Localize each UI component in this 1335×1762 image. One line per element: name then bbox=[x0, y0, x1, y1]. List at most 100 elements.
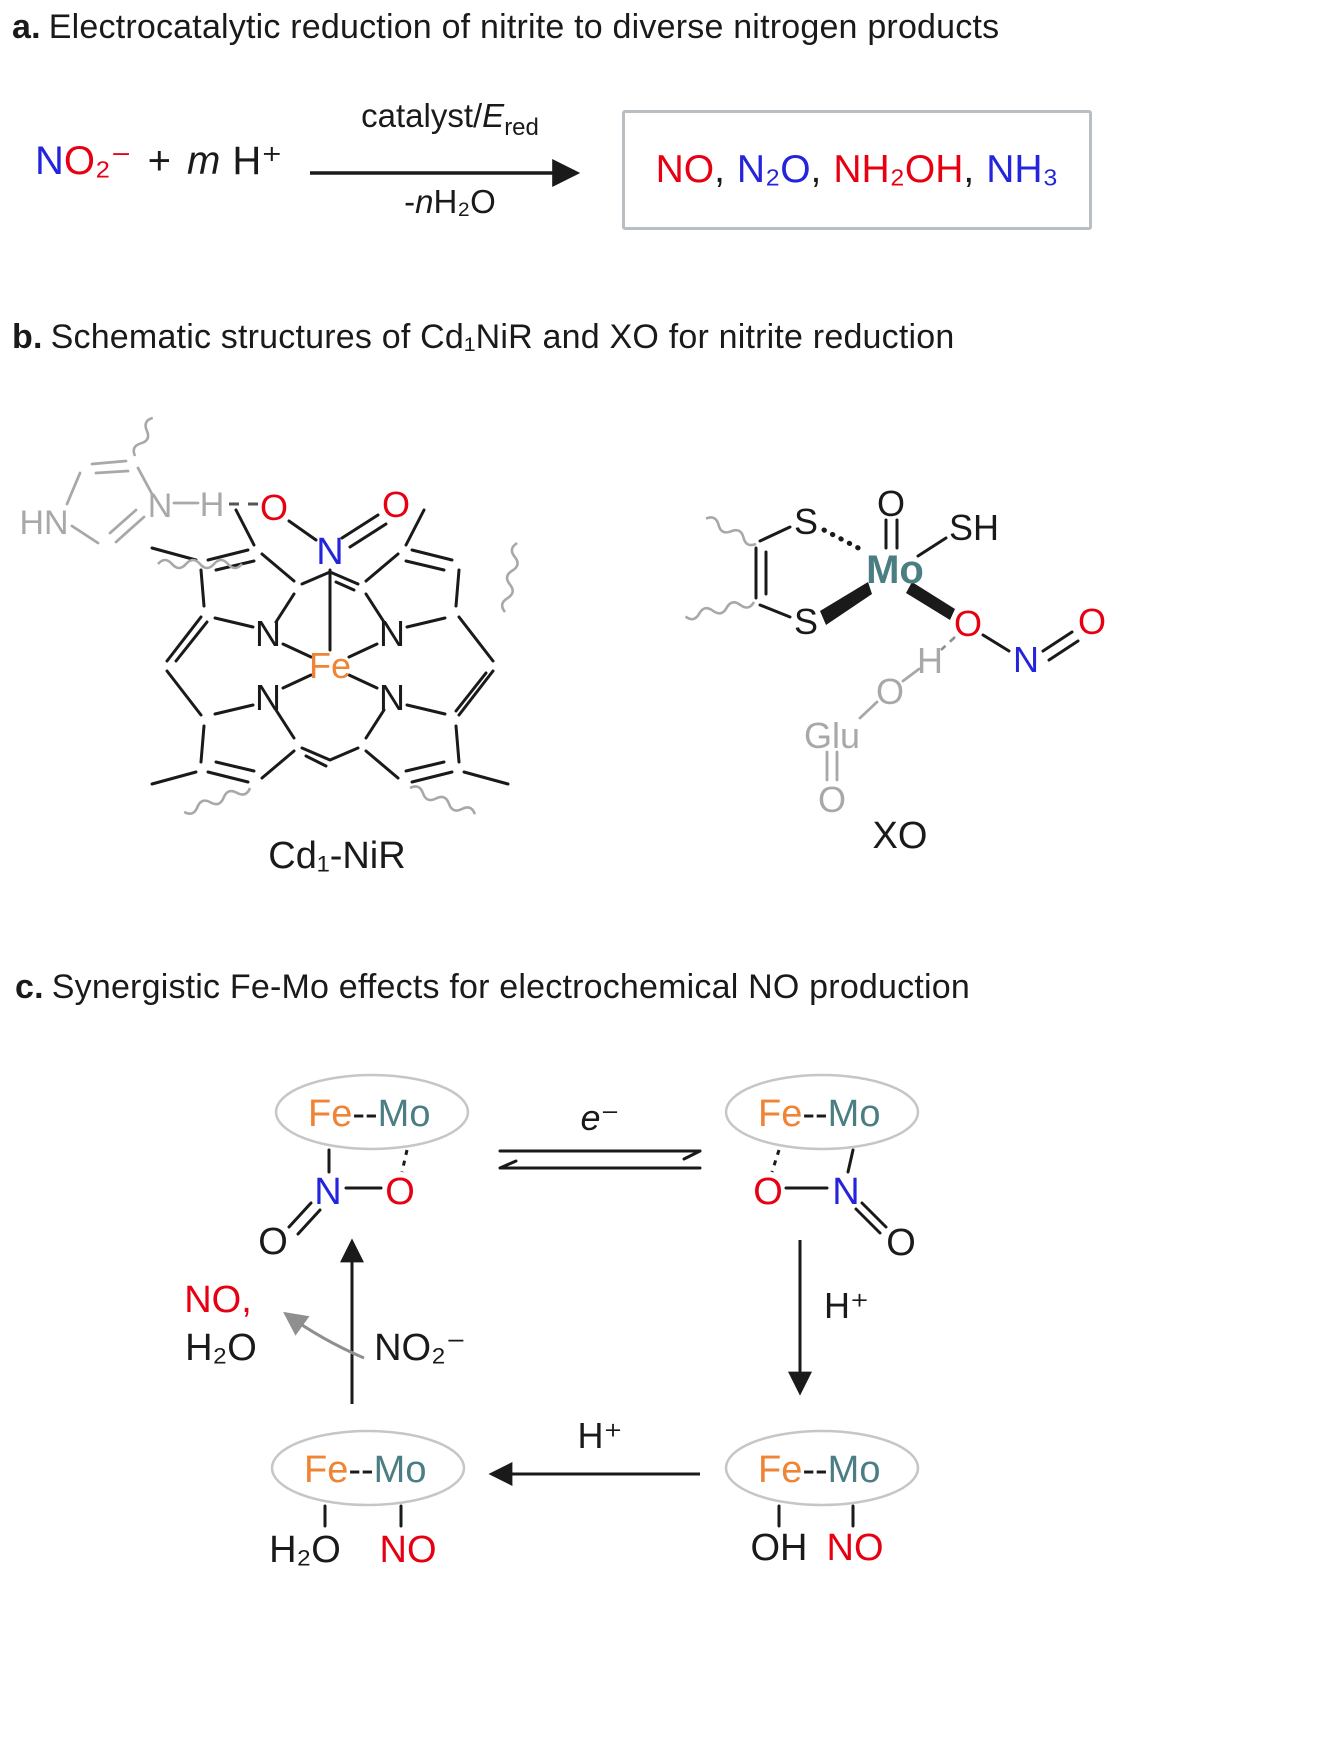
nitrite-n-label: N bbox=[316, 531, 343, 573]
oh-label: OH bbox=[751, 1527, 808, 1569]
nitrite-n-text: N bbox=[35, 139, 64, 183]
mo-center-label: Mo bbox=[866, 548, 924, 592]
glu-o-label: O bbox=[818, 779, 846, 820]
panel-c-letter: c. bbox=[15, 968, 44, 1006]
panel-b-title: Schematic structures of Cd₁NiR and XO fo… bbox=[50, 318, 955, 356]
imidazole-hn-label: HN bbox=[19, 504, 68, 542]
sh-label: SH bbox=[949, 507, 999, 548]
cd1nir-structure: HN N H N N N N Fe bbox=[19, 416, 519, 877]
imidazole-n-label: N bbox=[148, 487, 173, 525]
catalytic-cycle: Fe--Mo N O O e⁻ Fe--Mo O N bbox=[184, 1073, 920, 1571]
xo-bonds bbox=[754, 525, 1011, 653]
proton-text: H⁺ bbox=[232, 139, 283, 183]
product-nh3: NH₃ bbox=[986, 148, 1059, 191]
s-label: S bbox=[794, 601, 818, 642]
nitrite-o-label: O bbox=[382, 484, 410, 525]
nitrite-o-label: O bbox=[954, 603, 982, 644]
potential-subscript: red bbox=[504, 114, 539, 141]
products-box: NO, N₂O, NH₂OH, NH₃ bbox=[622, 110, 1092, 230]
o-label: O bbox=[886, 1222, 916, 1264]
cd1nir-caption: Cd₁-NiR bbox=[268, 835, 405, 877]
glu-h-label: H bbox=[917, 640, 943, 681]
femo-label: Fe--Mo bbox=[308, 1093, 430, 1135]
panel-b-header: b.Schematic structures of Cd₁NiR and XO … bbox=[12, 318, 954, 357]
fe-o-dashed-bond bbox=[770, 1149, 781, 1173]
panel-c-header: c.Synergistic Fe-Mo effects for electroc… bbox=[15, 968, 970, 1007]
fe-center-label: Fe bbox=[309, 645, 351, 686]
protein-squiggle bbox=[684, 601, 756, 621]
panel-b-letter: b. bbox=[12, 318, 43, 356]
xo-double-bonds bbox=[764, 518, 1080, 662]
species-top-right: Fe--Mo O N O bbox=[724, 1073, 920, 1264]
xo-structure: S S Mo O SH O N O H O Glu O XO bbox=[684, 483, 1106, 857]
glu-bonds bbox=[825, 667, 921, 782]
comma-separator: , bbox=[714, 148, 725, 191]
comma-separator: , bbox=[810, 148, 822, 191]
nitrite-n-label: N bbox=[1013, 639, 1039, 680]
imidazole-double-bonds bbox=[94, 469, 138, 535]
species-bottom-right: Fe--Mo OH NO bbox=[724, 1429, 920, 1569]
n-o-double-bond bbox=[287, 1201, 322, 1236]
xo-caption: XO bbox=[873, 815, 928, 857]
n-label: N bbox=[832, 1171, 859, 1213]
active-site-oval bbox=[724, 1429, 920, 1507]
porphyrin-bonds bbox=[165, 519, 495, 784]
panel-a-header: a.Electrocatalytic reduction of nitrite … bbox=[12, 8, 999, 47]
hbond-h-label: H bbox=[200, 486, 225, 524]
porphyrin-n-label: N bbox=[255, 677, 281, 718]
no-label: NO bbox=[380, 1529, 437, 1571]
release-curved-arrow bbox=[283, 1311, 365, 1360]
porphyrin-n-label: N bbox=[255, 613, 281, 654]
mo-o-wedge-bond bbox=[906, 582, 955, 620]
bound-nitrite: N O O bbox=[260, 484, 410, 573]
h2o-label: H₂O bbox=[269, 1529, 341, 1571]
nitrite-in-label: NO₂⁻ bbox=[374, 1327, 466, 1369]
femo-label: Fe--Mo bbox=[758, 1449, 880, 1491]
o-label: O bbox=[258, 1221, 288, 1263]
panel-a-title: Electrocatalytic reduction of nitrite to… bbox=[48, 8, 1000, 46]
comma-separator: , bbox=[963, 148, 975, 191]
nitrite-o-text: O₂⁻ bbox=[63, 139, 132, 183]
protein-squiggle bbox=[157, 558, 243, 570]
porphyrin-n-label: N bbox=[379, 613, 405, 654]
protein-squiggle bbox=[132, 416, 154, 457]
porphyrin-ring: N N N N Fe bbox=[150, 508, 519, 815]
electron-label: e⁻ bbox=[580, 1097, 619, 1138]
protein-squiggle bbox=[705, 516, 757, 547]
nitrite-o-label: O bbox=[1078, 601, 1106, 642]
panel-a-letter: a. bbox=[12, 8, 41, 46]
product-nh2oh: NH₂OH bbox=[833, 148, 964, 191]
water-coefficient: n bbox=[415, 183, 434, 220]
equilibrium-arrows bbox=[498, 1149, 702, 1170]
minus-sign: - bbox=[404, 183, 416, 220]
proton-label: H⁺ bbox=[824, 1285, 869, 1326]
proton-label: H⁺ bbox=[578, 1415, 623, 1456]
s-label: S bbox=[794, 501, 818, 542]
potential-symbol: E bbox=[482, 97, 505, 134]
mo-o-dashed-bond bbox=[400, 1149, 409, 1173]
active-site-oval bbox=[724, 1073, 920, 1151]
protein-squiggle bbox=[500, 541, 519, 613]
methyl-stubs bbox=[150, 508, 510, 786]
histidine-imidazole: HN N H bbox=[19, 416, 225, 545]
h2o-released-label: H₂O bbox=[185, 1327, 257, 1369]
femo-label: Fe--Mo bbox=[304, 1449, 426, 1491]
product-n2o: N₂O bbox=[736, 148, 811, 191]
catalyst-text: catalyst/ bbox=[361, 97, 483, 134]
glu-label: Glu bbox=[804, 715, 860, 756]
condition-below-arrow: -nH₂O bbox=[300, 183, 600, 221]
o-label: O bbox=[385, 1171, 415, 1213]
oxo-label: O bbox=[877, 483, 905, 524]
o-label: O bbox=[753, 1171, 783, 1213]
femo-label: Fe--Mo bbox=[758, 1093, 880, 1135]
no-released-label: NO, bbox=[184, 1279, 252, 1321]
condition-above-arrow: catalyst/Ered bbox=[300, 97, 600, 142]
hydrogen-bond bbox=[940, 636, 956, 651]
protein-squiggle bbox=[409, 785, 477, 815]
protein-squiggle bbox=[183, 787, 252, 815]
mo-n-bond bbox=[846, 1148, 855, 1174]
porphyrin-n-label: N bbox=[379, 677, 405, 718]
glu-o-label: O bbox=[876, 671, 904, 712]
